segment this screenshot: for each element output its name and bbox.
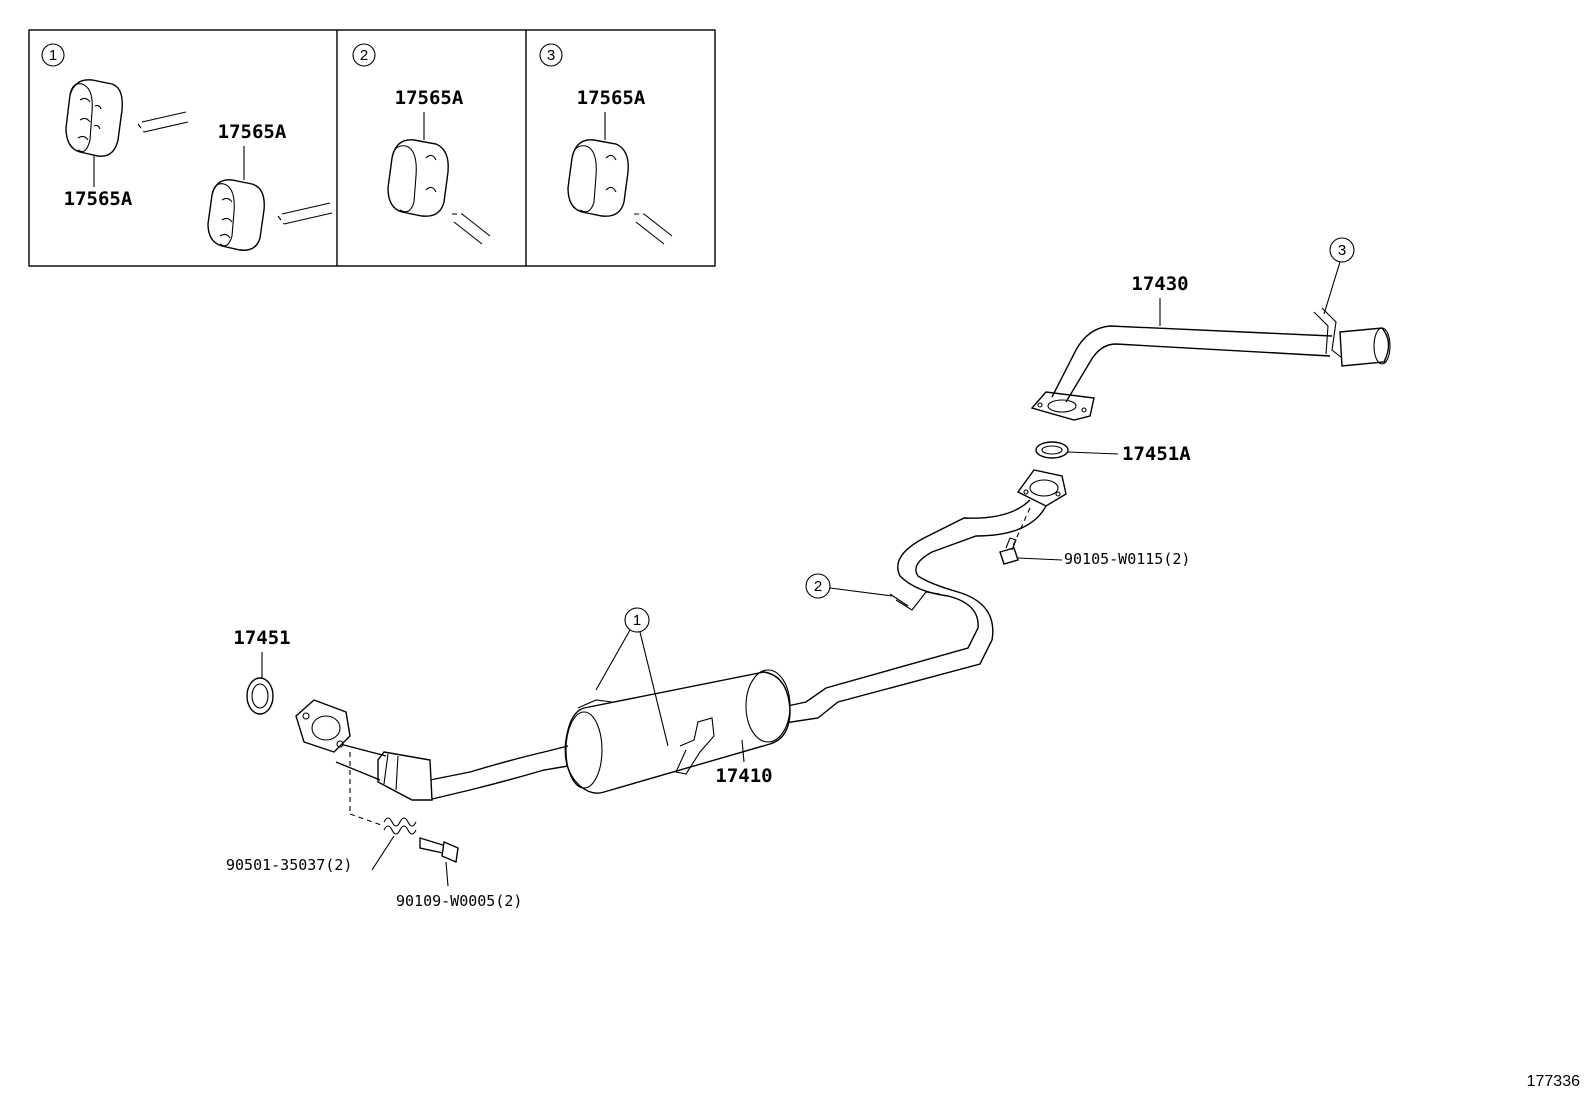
inset-panel-1-label-right: 17565A <box>218 121 287 143</box>
inset-panel-2: 2 17565A <box>352 43 491 245</box>
callout-1: 1 <box>595 607 669 747</box>
inset-panel-3-callout: 3 <box>547 47 555 64</box>
part-label-90105-W0115: 90105-W0115(2) <box>1064 550 1190 568</box>
inset-panel-2-callout: 2 <box>360 47 368 64</box>
hanger-rod-icon <box>452 213 491 245</box>
part-label-17430: 17430 <box>1131 273 1188 295</box>
callout-2: 2 <box>805 573 893 599</box>
inset-panel-1: 1 17565A 17565A <box>41 43 333 251</box>
hanger-inset-box <box>28 29 716 267</box>
diagram-reference-number: 177336 <box>1527 1073 1580 1090</box>
callout-3: 3 <box>1323 237 1355 315</box>
inset-panel-1-label-left: 17565A <box>64 188 133 210</box>
gasket-rear <box>1035 441 1069 459</box>
hanger-rod-icon <box>277 202 333 225</box>
part-label-17451A: 17451A <box>1122 443 1191 465</box>
svg-text:3: 3 <box>1338 242 1346 259</box>
center-pipe-drawing <box>295 469 1067 801</box>
bolt-front-icon <box>419 837 459 864</box>
rubber-hanger-icon <box>65 79 123 157</box>
hanger-rod-icon <box>137 111 189 133</box>
part-label-17410: 17410 <box>715 765 772 787</box>
part-label-17451: 17451 <box>233 627 290 649</box>
svg-text:1: 1 <box>633 612 641 629</box>
rubber-hanger-icon <box>567 139 629 217</box>
gasket-front <box>246 677 274 715</box>
inset-panel-3-label: 17565A <box>577 87 646 109</box>
rubber-hanger-icon <box>207 179 265 251</box>
spring-icon <box>349 752 417 835</box>
inset-panel-3: 3 17565A <box>539 43 673 245</box>
inset-panel-1-callout: 1 <box>49 47 57 64</box>
hanger-rod-icon <box>634 213 673 245</box>
part-label-90109-W0005: 90109-W0005(2) <box>396 892 522 910</box>
bolt-rear-icon <box>999 507 1031 565</box>
svg-text:2: 2 <box>814 578 822 595</box>
rubber-hanger-icon <box>387 139 449 217</box>
tail-pipe-drawing <box>1030 307 1391 421</box>
part-label-90501-35037: 90501-35037(2) <box>226 856 352 874</box>
inset-panel-2-label: 17565A <box>395 87 464 109</box>
